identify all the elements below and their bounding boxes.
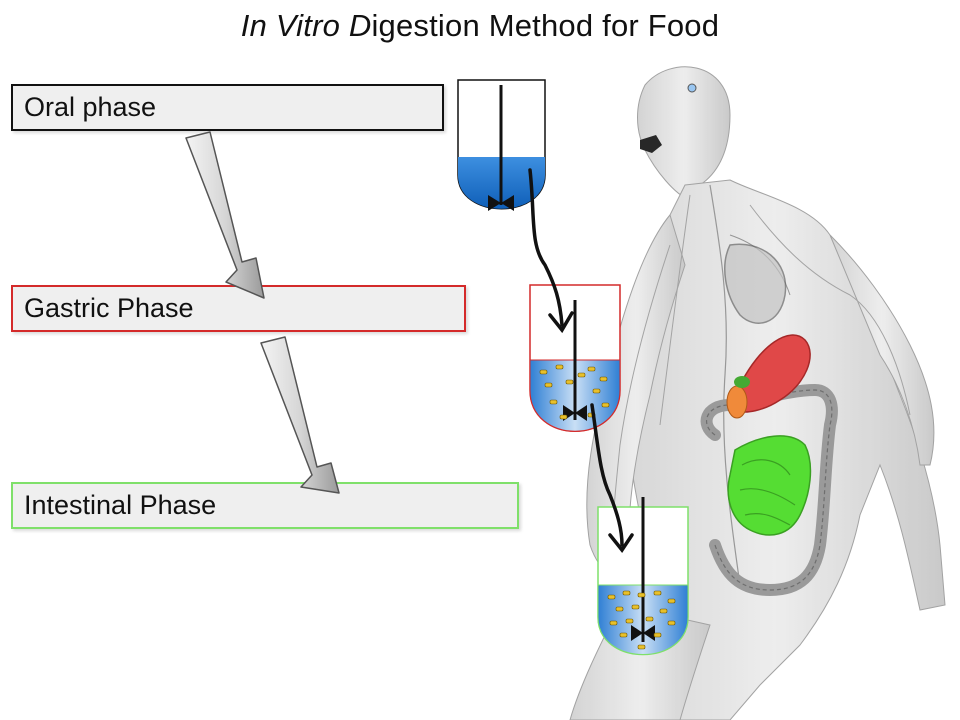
oral-beaker [457, 79, 546, 211]
down-arrow-icon [185, 131, 265, 299]
flow-arrow-icon [528, 168, 634, 553]
stirrer-icon [488, 195, 501, 211]
intestinal-beaker [597, 497, 689, 656]
title-rest: igestion Method for Food [371, 8, 720, 43]
oral-phase-label: Oral phase [24, 92, 157, 122]
oral-phase-box: Oral phase [11, 84, 444, 131]
gastric-beaker [529, 284, 621, 432]
page-title: In Vitro Digestion Method for Food [0, 8, 960, 44]
title-italic-d: D [340, 8, 372, 43]
digestion-illustration [457, 66, 946, 720]
down-arrow-icon [260, 336, 340, 494]
title-italic-part: In Vitro [240, 8, 341, 43]
intestinal-phase-box: Intestinal Phase [11, 482, 519, 529]
digestive-organs [700, 334, 838, 597]
gastric-phase-label: Gastric Phase [24, 293, 194, 323]
intestinal-particles [607, 590, 676, 650]
gastric-phase-box: Gastric Phase [11, 285, 466, 332]
intestinal-phase-label: Intestinal Phase [24, 490, 217, 520]
